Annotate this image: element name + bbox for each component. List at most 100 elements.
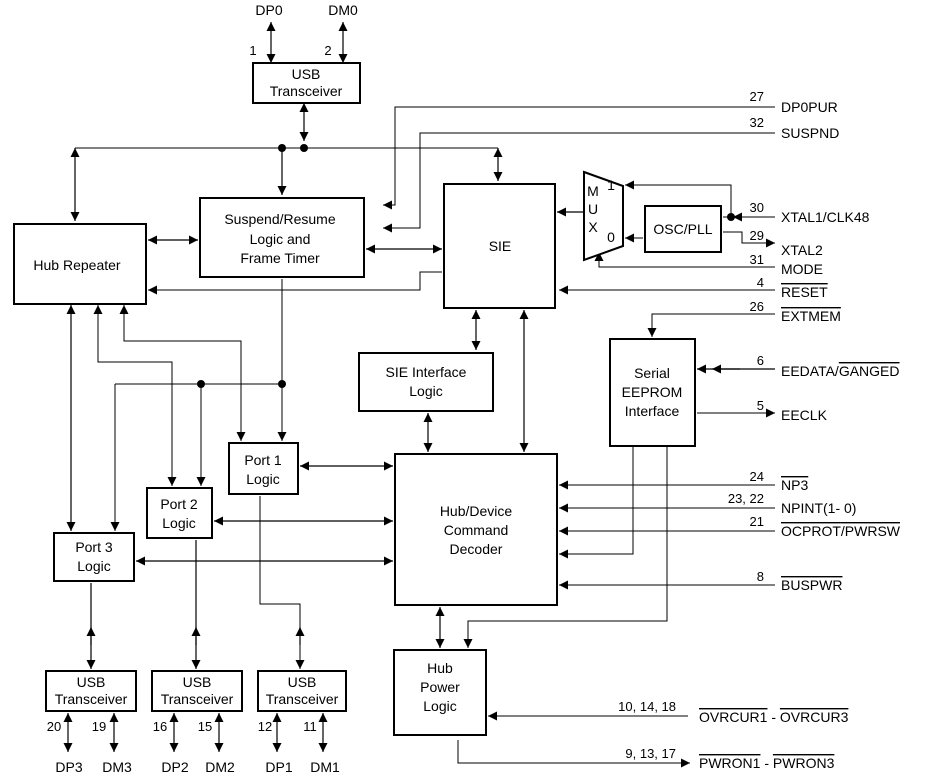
sie-if-label-1: SIE Interface	[386, 364, 467, 380]
usb-transceiver-port2: USB Transceiver	[151, 670, 243, 712]
usb2-label-1: USB	[183, 674, 212, 690]
signal-labels: DP0 DM0 1 2 27 DP0PUR 32 SUSPND 30 XTAL1…	[47, 2, 901, 775]
mux-label-u: U	[588, 201, 598, 217]
hubrep-port2-wire	[93, 305, 177, 486]
sie-hubrep-wire	[148, 271, 442, 295]
wires	[63, 22, 775, 768]
sie-if-label-2: Logic	[409, 383, 442, 399]
hub-pwr-label-2: Power	[420, 679, 460, 695]
suspnd-label: SUSPND	[781, 125, 839, 141]
suspend-label-3: Frame Timer	[240, 250, 320, 266]
dp0pur-pin: 27	[750, 89, 764, 104]
xtal1-pin: 30	[750, 200, 764, 215]
osc-to-xtal2-wire	[723, 231, 775, 248]
port2-label-1: Port 2	[160, 496, 198, 512]
dm3-label: DM3	[102, 759, 132, 775]
eedata-text: EEDATA/	[781, 363, 839, 379]
hub-dev-label-2: Command	[444, 522, 509, 538]
suspnd-wire	[383, 132, 775, 233]
xtal2-pin: 29	[750, 228, 764, 243]
ganged-text: GANGED	[839, 363, 900, 379]
suspnd-pin: 32	[750, 115, 764, 130]
mode-pin: 31	[750, 252, 764, 267]
dm0-pin: 2	[324, 43, 331, 58]
dp1-label: DP1	[265, 759, 292, 775]
eeprom-label-1: Serial	[634, 365, 670, 381]
ocprot-text: OCPROT	[781, 523, 841, 539]
dm1-pin: 11	[303, 719, 317, 734]
usb-top-label-2: Transceiver	[270, 83, 343, 99]
hubrep-port1-wire	[119, 305, 246, 441]
usb3-label-1: USB	[77, 674, 106, 690]
hub-dev-label-1: Hub/Device	[440, 503, 513, 519]
usb-transceiver-top: USB Transceiver	[252, 62, 361, 104]
port2-logic-block: Port 2 Logic	[146, 487, 213, 539]
np3-label: NP3	[781, 477, 808, 493]
extmem-wire	[647, 313, 775, 337]
mux-label-x: X	[588, 219, 598, 235]
hub-repeater-block: Hub Repeater	[13, 223, 147, 305]
ovrcur-pin: 10, 14, 18	[618, 699, 676, 714]
hub-repeater-label: Hub Repeater	[33, 257, 121, 273]
hub-device-decoder-block: Hub/Device Command Decoder	[394, 453, 558, 606]
eeprom-label-2: EEPROM	[622, 384, 683, 400]
usb-top-label-1: USB	[292, 66, 321, 82]
pwron3-text: PWRON3	[773, 755, 835, 771]
eeclk-pin: 5	[757, 398, 764, 413]
ovrcur3-text: OVRCUR3	[780, 709, 849, 725]
dm2-label: DM2	[205, 759, 235, 775]
bus-junction-right	[300, 144, 308, 152]
sie-label: SIE	[489, 238, 512, 254]
hub-pwr-label-1: Hub	[427, 660, 453, 676]
eeprom-interface-block: Serial EEPROM Interface	[609, 338, 696, 447]
eeprom-hubdev-wire	[559, 446, 634, 559]
eedata-label: EEDATA/GANGED	[781, 363, 900, 379]
ovrcur1-text: OVRCUR1	[699, 709, 768, 725]
npint-pin: 23, 22	[728, 491, 764, 506]
port1-logic-block: Port 1 Logic	[228, 442, 299, 495]
dp3-label: DP3	[55, 759, 82, 775]
sie-interface-block: SIE Interface Logic	[358, 352, 494, 412]
dp0-label: DP0	[255, 2, 282, 18]
usb-transceiver-port3: USB Transceiver	[45, 670, 137, 712]
eedata-pin: 6	[757, 353, 764, 368]
xtal1-to-mux1-wire	[625, 180, 732, 217]
ovrcur-label: OVRCUR1 - OVRCUR3	[699, 709, 849, 725]
port3-label-2: Logic	[77, 558, 110, 574]
dp0pur-label: DP0PUR	[781, 99, 838, 115]
port1-usb-wire	[259, 496, 305, 669]
pwron1-text: PWRON1	[699, 755, 761, 771]
port3-logic-block: Port 3 Logic	[53, 532, 135, 582]
buspwr-pin: 8	[757, 569, 764, 584]
port1-label-1: Port 1	[244, 452, 282, 468]
pwrsw-text: /PWRSW	[841, 523, 901, 539]
xtal2-label: XTAL2	[781, 242, 823, 258]
dp2-label: DP2	[161, 759, 188, 775]
mux-input-1: 1	[607, 177, 615, 193]
suspend-resume-block: Suspend/Resume Logic and Frame Timer	[199, 197, 365, 278]
sie-block: SIE	[443, 183, 556, 309]
mode-wire	[594, 252, 775, 268]
np3-pin: 24	[750, 469, 764, 484]
reset-label: RESET	[781, 284, 828, 300]
dp0-pin: 1	[249, 43, 256, 58]
eeprom-label-3: Interface	[625, 403, 680, 419]
suspend-label-2: Logic and	[250, 231, 311, 247]
dp1-pin: 12	[258, 719, 272, 734]
usb-transceiver-port1: USB Transceiver	[257, 670, 347, 712]
dp3-pin: 20	[47, 719, 61, 734]
mux-block: M U X 1 0	[583, 170, 624, 262]
usb1-label-1: USB	[288, 674, 317, 690]
pwron-label: PWRON1 - PWRON3	[699, 755, 835, 771]
pwron-wire	[457, 740, 690, 768]
mux-input-0: 0	[607, 229, 615, 245]
dm0-label: DM0	[328, 2, 358, 18]
dp2-pin: 16	[153, 719, 167, 734]
mux-label-m: M	[587, 183, 599, 199]
dp0pur-wire	[383, 106, 775, 210]
extmem-pin: 26	[750, 299, 764, 314]
port-bus-junction-b	[278, 380, 286, 388]
pwron-sep: -	[760, 755, 772, 771]
pwron-pin: 9, 13, 17	[625, 746, 676, 761]
